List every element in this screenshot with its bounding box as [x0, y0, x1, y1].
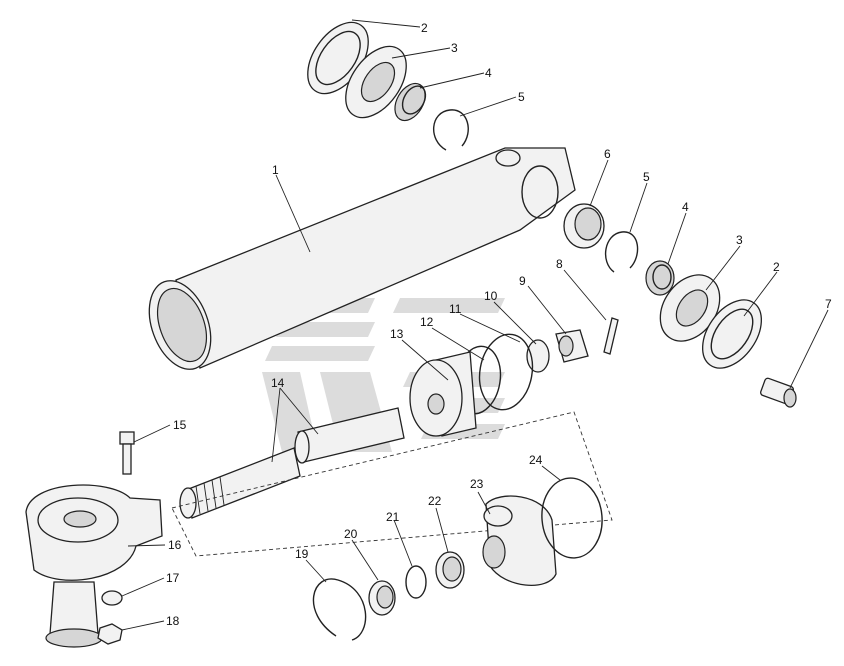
bearing-6 [563, 203, 605, 249]
retaining-ring-19 [312, 578, 367, 641]
callout-11: 11 [449, 302, 462, 316]
callout-19: 19 [295, 547, 309, 561]
callout-15: 15 [173, 418, 187, 432]
callout-4-right: 4 [682, 200, 689, 214]
callout-3-right: 3 [736, 233, 743, 247]
cylinder-tube-1 [148, 147, 576, 370]
callout-23: 23 [470, 477, 484, 491]
callout-16: 16 [168, 538, 182, 552]
piston-rod-14 [179, 407, 405, 519]
washer-10 [526, 339, 550, 373]
callout-4-top: 4 [485, 66, 492, 80]
o-ring-21 [405, 565, 427, 599]
seal-4-right [645, 260, 675, 296]
leader-lines [121, 19, 829, 631]
callout-labels: 1 2 3 4 5 6 5 4 3 2 7 8 9 10 11 12 13 14… [166, 21, 832, 628]
callout-2-right: 2 [773, 260, 780, 274]
castle-nut-9 [555, 329, 589, 363]
flange-3-right [659, 274, 721, 342]
callout-8: 8 [556, 257, 563, 271]
bolt-7 [760, 377, 797, 408]
callout-2-top: 2 [421, 21, 428, 35]
callout-17: 17 [166, 571, 180, 585]
seal-20 [368, 580, 396, 616]
end-cap-23 [482, 495, 557, 586]
callout-13: 13 [390, 327, 404, 341]
callout-24: 24 [529, 453, 543, 467]
bolt-15 [119, 431, 135, 475]
callout-12: 12 [420, 315, 434, 329]
callout-5-top: 5 [518, 90, 525, 104]
o-ring-11 [478, 333, 534, 411]
snap-ring-5-top [432, 109, 469, 151]
nut-17 [101, 590, 123, 606]
top-cover-group [307, 21, 469, 151]
o-ring-24 [541, 477, 603, 559]
cotter-pin-8 [603, 317, 619, 355]
callout-10: 10 [484, 289, 498, 303]
callout-1: 1 [272, 163, 279, 177]
bushing-22 [435, 551, 465, 589]
callout-9: 9 [519, 274, 526, 288]
callout-14: 14 [271, 376, 285, 390]
callout-7: 7 [825, 297, 832, 311]
assembly-dashed-line [171, 411, 613, 557]
callout-22: 22 [428, 494, 442, 508]
callout-21: 21 [386, 510, 400, 524]
callout-6: 6 [604, 147, 611, 161]
nut-18 [97, 623, 123, 645]
piston-13 [409, 351, 477, 437]
callout-3-top: 3 [451, 41, 458, 55]
snap-ring-5-right [604, 231, 639, 273]
tie-rod-end-16 [25, 484, 163, 648]
callout-5-right: 5 [643, 170, 650, 184]
callout-18: 18 [166, 614, 180, 628]
callout-20: 20 [344, 527, 358, 541]
